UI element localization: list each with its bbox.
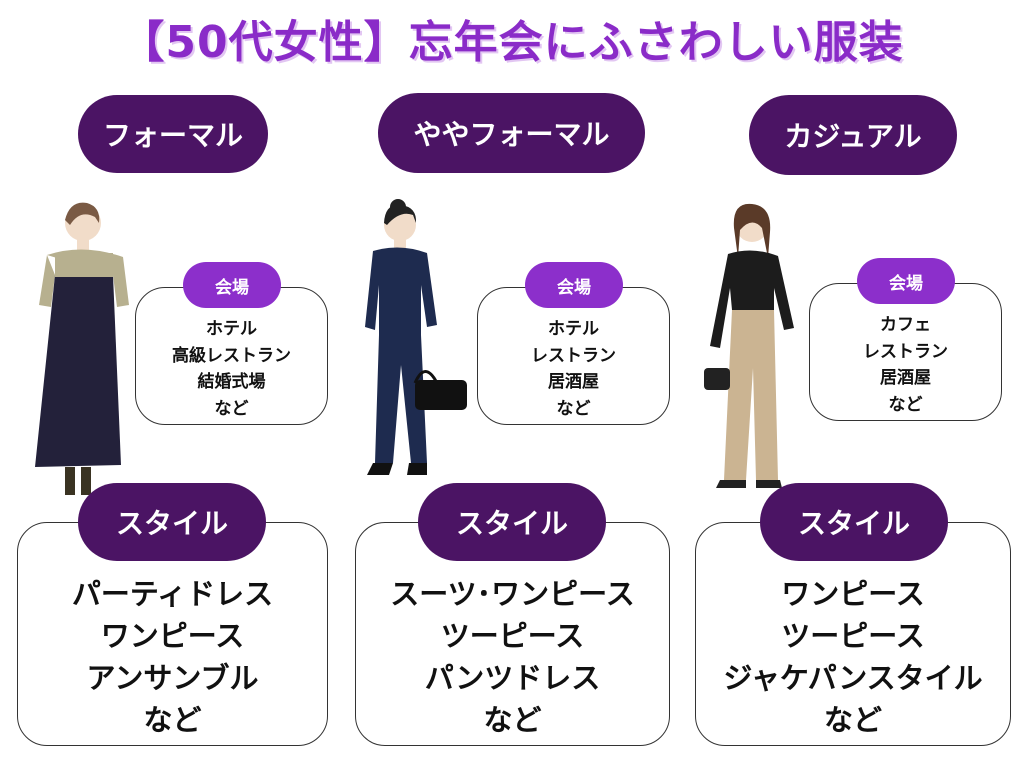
venue-item: 居酒屋 [880,368,931,388]
style-pill: スタイル [78,483,266,561]
venue-item: カフェ [880,315,931,335]
style-item: パンツドレス [424,661,601,695]
venue-item: など [888,394,923,415]
semi-formal-woman-illustration [365,199,467,475]
style-pill: スタイル [418,483,606,561]
style-item: ジャケパンスタイル [723,661,983,695]
style-item: など [823,703,882,737]
style-item: ワンピース [100,619,245,653]
venue-pill: 会場 [857,258,955,304]
style-item: など [483,703,542,737]
style-item: など [143,703,202,737]
style-item: アンサンブル [86,661,259,695]
venue-item: ホテル [548,319,599,339]
style-item: ワンピース [781,577,925,611]
venue-item: ホテル [206,319,257,339]
venue-item: レストラン [531,345,616,366]
venue-item: 居酒屋 [548,372,599,392]
category-formal: フォーマル [78,95,268,173]
style-pill: スタイル [760,483,948,561]
venue-pill: 会場 [525,262,623,308]
category-semi-formal: ややフォーマル [378,93,645,173]
casual-woman-illustration [704,203,794,488]
venue-item: 結婚式場 [197,372,266,392]
style-item: ツーピース [440,619,585,653]
venue-box-casual: カフェ レストラン 居酒屋 など [809,283,1002,421]
venue-item: 高級レストラン [172,345,291,366]
style-item: パーティドレス [71,577,274,611]
formal-woman-illustration [35,202,129,495]
venue-box-formal: ホテル 高級レストラン 結婚式場 など [135,287,328,425]
category-casual: カジュアル [749,95,957,175]
venue-item: レストラン [863,341,948,362]
venue-pill: 会場 [183,262,281,308]
venue-box-semi-formal: ホテル レストラン 居酒屋 など [477,287,670,425]
page-title: 【50代女性】忘年会にふさわしい服装 [120,17,904,68]
style-item: ツーピース [781,619,925,653]
venue-item: など [214,398,249,419]
style-item: スーツ･ワンピース [390,577,635,611]
venue-item: など [556,398,591,419]
